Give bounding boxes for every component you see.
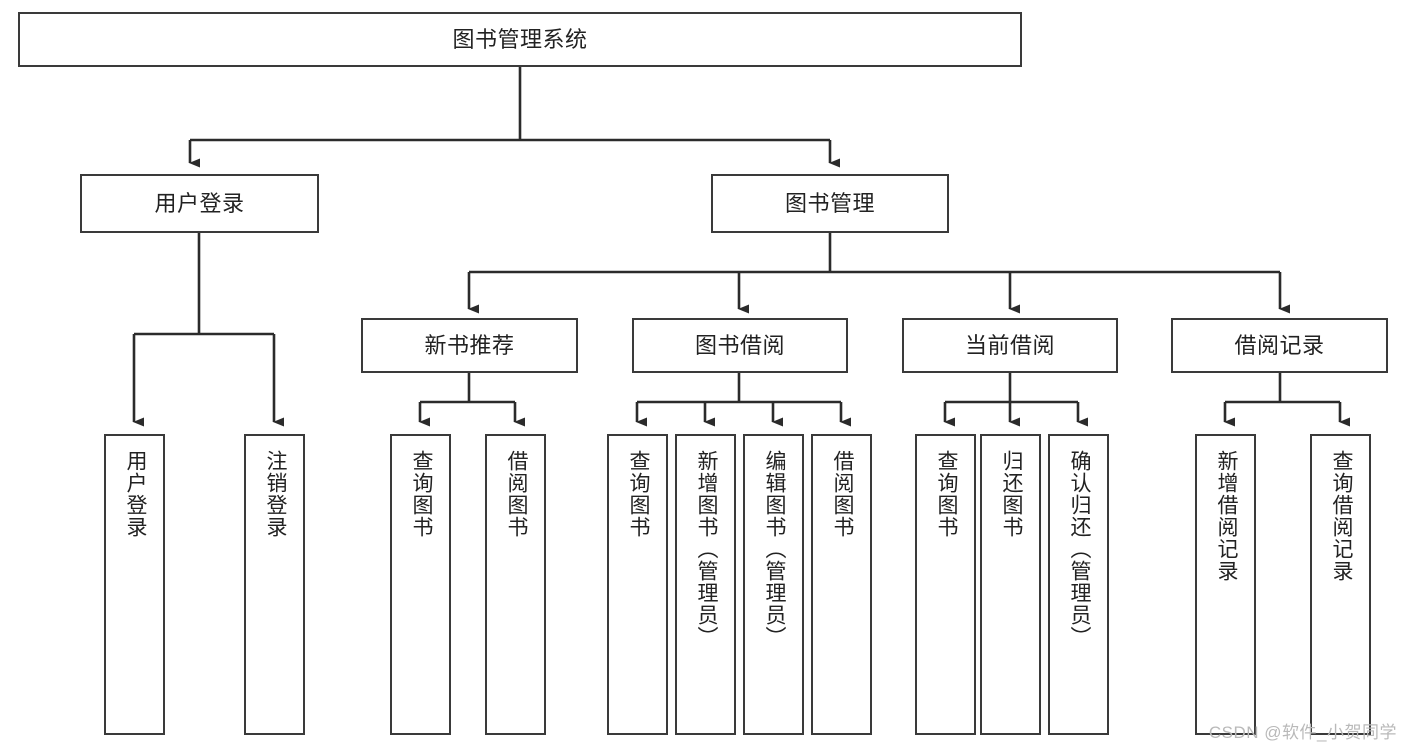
csdn-watermark: CSDN @软件_小贺同学 [1208, 723, 1397, 742]
node-leaf-borrow-books-borrow-label: 借阅图书 [830, 450, 854, 538]
node-leaf-borrow-books-newbook[interactable]: 借阅图书 [485, 434, 546, 735]
node-leaf-query-books-borrow-label: 查询图书 [626, 450, 650, 538]
node-leaf-query-books-borrow[interactable]: 查询图书 [607, 434, 668, 735]
node-book-management-label: 图书管理 [784, 190, 875, 216]
node-leaf-query-books-current[interactable]: 查询图书 [915, 434, 976, 735]
node-leaf-confirm-return-admin[interactable]: 确认归还（管理员） [1048, 434, 1109, 735]
node-borrow-record-label: 借阅记录 [1234, 332, 1325, 358]
node-leaf-query-books-newbook[interactable]: 查询图书 [390, 434, 451, 735]
node-book-management[interactable]: 图书管理 [711, 174, 949, 233]
node-leaf-query-borrow-record-label: 查询借阅记录 [1329, 450, 1353, 582]
node-new-book-recommend[interactable]: 新书推荐 [361, 318, 578, 373]
node-root-label: 图书管理系统 [452, 26, 588, 52]
node-leaf-user-login[interactable]: 用户登录 [104, 434, 165, 735]
node-leaf-add-borrow-record[interactable]: 新增借阅记录 [1195, 434, 1256, 735]
node-leaf-borrow-books-borrow[interactable]: 借阅图书 [811, 434, 872, 735]
node-leaf-add-borrow-record-label: 新增借阅记录 [1214, 450, 1238, 582]
node-leaf-user-login-label: 用户登录 [123, 450, 147, 538]
node-leaf-return-books[interactable]: 归还图书 [980, 434, 1041, 735]
node-leaf-logout[interactable]: 注销登录 [244, 434, 305, 735]
node-root-library-system[interactable]: 图书管理系统 [18, 12, 1022, 67]
node-leaf-confirm-return-admin-label: 确认归还（管理员） [1067, 450, 1091, 648]
node-leaf-add-book-admin-label: 新增图书（管理员） [694, 450, 718, 648]
node-book-borrow[interactable]: 图书借阅 [632, 318, 848, 373]
node-leaf-add-book-admin[interactable]: 新增图书（管理员） [675, 434, 736, 735]
node-leaf-return-books-label: 归还图书 [999, 450, 1023, 538]
node-current-borrow-label: 当前借阅 [964, 332, 1055, 358]
node-leaf-query-books-current-label: 查询图书 [934, 450, 958, 538]
node-leaf-borrow-books-newbook-label: 借阅图书 [504, 450, 528, 538]
node-leaf-edit-book-admin-label: 编辑图书（管理员） [762, 450, 786, 648]
node-borrow-record[interactable]: 借阅记录 [1171, 318, 1388, 373]
node-user-login-label: 用户登录 [154, 190, 245, 216]
node-current-borrow[interactable]: 当前借阅 [902, 318, 1118, 373]
node-new-book-recommend-label: 新书推荐 [424, 332, 515, 358]
node-leaf-query-books-newbook-label: 查询图书 [409, 450, 433, 538]
node-leaf-query-borrow-record[interactable]: 查询借阅记录 [1310, 434, 1371, 735]
node-leaf-logout-label: 注销登录 [263, 450, 287, 538]
node-leaf-edit-book-admin[interactable]: 编辑图书（管理员） [743, 434, 804, 735]
node-user-login[interactable]: 用户登录 [80, 174, 319, 233]
node-book-borrow-label: 图书借阅 [694, 332, 785, 358]
